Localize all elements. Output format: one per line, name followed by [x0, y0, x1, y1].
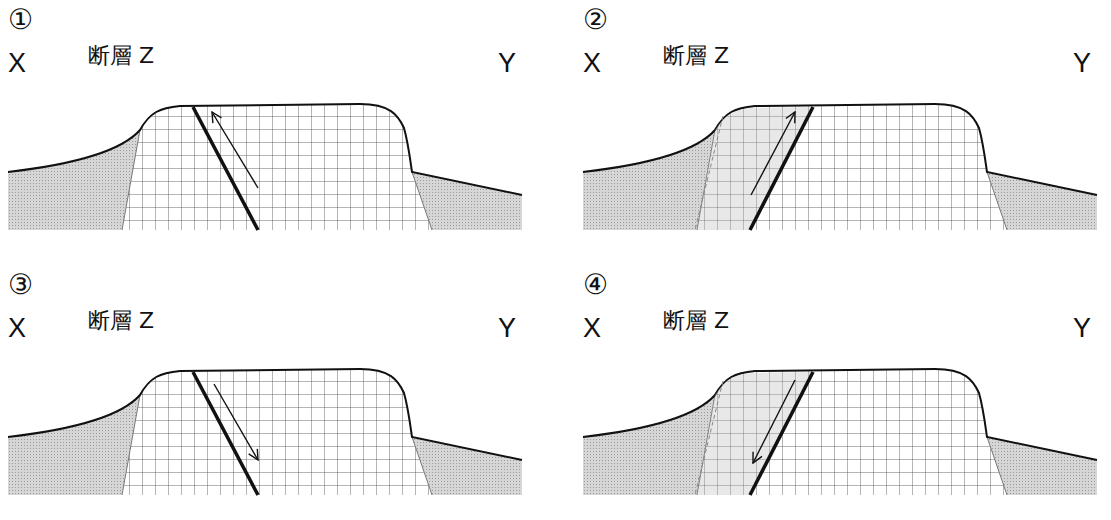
panel-4	[583, 369, 1097, 495]
panel-number: ②	[583, 6, 608, 34]
panel-2	[583, 104, 1097, 230]
panel-number: ③	[8, 271, 33, 299]
fault-label: 断層 Z	[663, 310, 729, 332]
end-label: Y	[1073, 315, 1091, 342]
fault-4	[695, 372, 813, 495]
end-label: X	[583, 315, 601, 342]
panel-1	[8, 104, 522, 230]
slip-arrow	[214, 384, 258, 460]
end-label: X	[583, 50, 601, 77]
fault-label: 断層 Z	[88, 310, 154, 332]
panel-3	[8, 369, 522, 495]
end-label: X	[8, 50, 26, 77]
slip-arrow	[753, 380, 795, 463]
end-label: Y	[1073, 50, 1091, 77]
fault-label: 断層 Z	[663, 45, 729, 67]
end-label: Y	[498, 315, 516, 342]
panel-number: ④	[583, 271, 608, 299]
fault-2	[695, 107, 813, 230]
fault-3	[193, 372, 258, 495]
end-label: X	[8, 315, 26, 342]
panel-number: ①	[8, 6, 33, 34]
fault-1	[193, 107, 258, 230]
slip-arrow	[212, 112, 258, 188]
fault-label: 断層 Z	[88, 45, 154, 67]
end-label: Y	[498, 50, 516, 77]
slip-arrow	[751, 112, 795, 195]
